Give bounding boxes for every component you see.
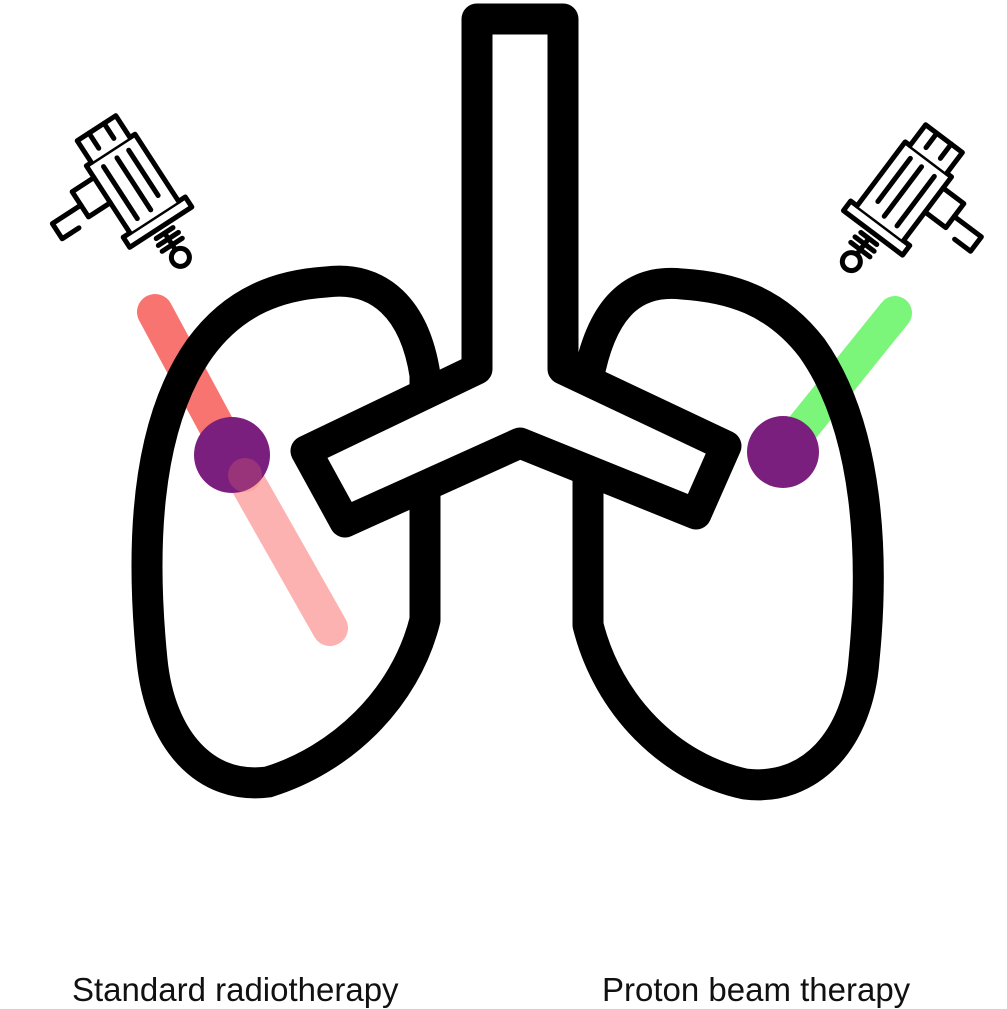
tumor-left-beam-overlap <box>228 458 262 492</box>
radiation-machine-icon-left <box>22 108 216 313</box>
proton-beam-therapy-label: Proton beam therapy <box>602 968 910 1009</box>
tumor-right <box>747 416 819 488</box>
radiation-machine-icon-right <box>816 116 1007 322</box>
standard-radiotherapy-label: Standard radiotherapy <box>72 968 399 1009</box>
right-lung-outline <box>588 283 868 784</box>
